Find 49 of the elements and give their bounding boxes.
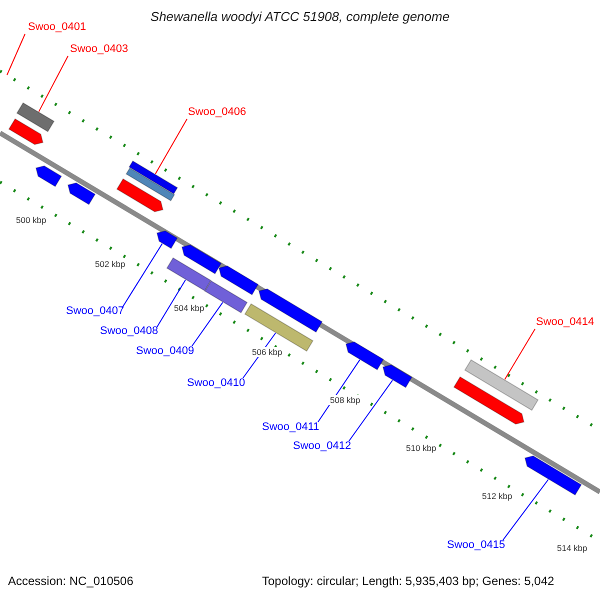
leader-line — [122, 243, 163, 308]
scale-label: 500 kbp — [15, 215, 48, 226]
gene-label: Swoo_0409 — [136, 345, 194, 358]
leader-line — [348, 380, 393, 442]
gene-feature-bar — [156, 230, 178, 250]
leader-line — [156, 279, 186, 328]
gene-feature-bar — [8, 118, 44, 146]
gene-feature-bar — [16, 102, 55, 132]
gene-label: Swoo_0408 — [100, 325, 158, 338]
gene-label: Swoo_0414 — [536, 316, 594, 330]
gene-feature-bar — [524, 455, 582, 496]
gene-feature-bar — [345, 341, 384, 370]
leader-line — [38, 56, 68, 112]
leader-line — [6, 34, 26, 76]
leader-line — [502, 479, 549, 540]
gene-feature-bar — [382, 364, 412, 388]
gene-feature-bar — [218, 265, 259, 296]
scale-label: 504 kbp — [173, 303, 206, 314]
leader-line — [504, 328, 536, 380]
gene-feature-bar — [116, 178, 164, 212]
leader-line — [192, 302, 224, 346]
scale-label: 508 kbp — [329, 395, 362, 406]
genome-info-note: Topology: circular; Length: 5,935,403 bp; Genes: 5,042 — [262, 574, 554, 588]
gene-label: Swoo_0406 — [188, 106, 246, 120]
scale-label: 512 kbp — [481, 491, 514, 502]
leader-line — [154, 118, 188, 174]
gene-label: Swoo_0412 — [293, 440, 352, 454]
scale-label: 514 kbp — [556, 543, 588, 554]
scale-label: 506 kbp — [251, 347, 284, 358]
gene-feature-bar — [464, 359, 539, 411]
diagram-title: Shewanella woodyi ATCC 51908, complete genome — [149, 9, 451, 25]
gene-label: Swoo_0403 — [70, 43, 128, 56]
gene-label: Swoo_0415 — [447, 539, 506, 552]
scale-label: 510 kbp — [405, 443, 438, 454]
gene-feature-bar — [453, 376, 524, 425]
gene-label: Swoo_0411 — [262, 421, 320, 434]
gene-feature-bar — [67, 182, 96, 206]
gene-feature-bar — [35, 165, 62, 188]
gene-label: Swoo_0407 — [66, 305, 124, 318]
gene-label: Swoo_0410 — [187, 377, 246, 390]
gene-feature-bar — [128, 160, 178, 194]
gene-feature-bar — [181, 244, 222, 274]
scale-label: 502 kbp — [94, 259, 126, 270]
gene-feature-bar — [126, 167, 176, 202]
gene-feature-bar — [258, 288, 323, 333]
gene-label: Swoo_0401 — [28, 21, 86, 34]
gene-feature-bar — [204, 280, 248, 314]
accession-note: Accession: NC_010506 — [8, 574, 134, 588]
gene-feature-bar — [166, 257, 212, 292]
